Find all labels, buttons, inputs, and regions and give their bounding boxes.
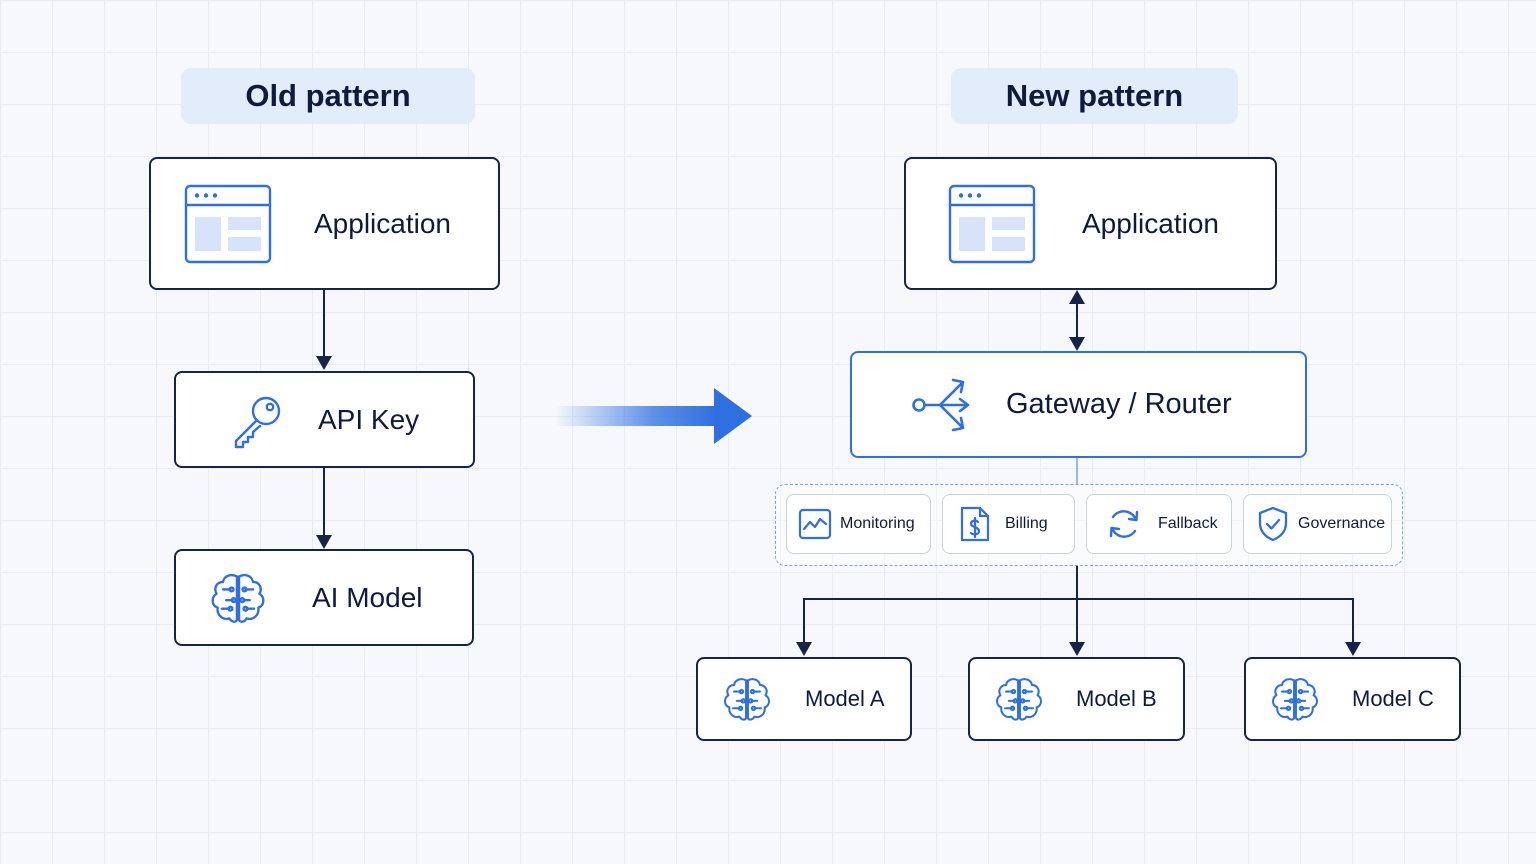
old-api-key-box: API Key bbox=[174, 371, 475, 468]
new-pattern-title-text: New pattern bbox=[1005, 78, 1184, 113]
feature-chip-governance: Governance bbox=[1243, 494, 1392, 554]
app-window-icon bbox=[948, 184, 1036, 264]
app-window-icon bbox=[184, 184, 272, 264]
model-b-box: Model B bbox=[968, 657, 1185, 741]
feature-label-billing: Billing bbox=[1005, 515, 1048, 532]
brain-icon bbox=[993, 673, 1045, 725]
model-a-label: Model A bbox=[805, 686, 885, 711]
new-pattern-title: New pattern bbox=[951, 68, 1238, 124]
arrowhead-model-a bbox=[796, 642, 812, 656]
monitoring-chart-icon bbox=[798, 508, 832, 540]
arrowhead-model-c bbox=[1345, 642, 1361, 656]
old-ai-model-label: AI Model bbox=[312, 581, 423, 613]
brain-icon bbox=[1269, 673, 1321, 725]
model-a-box: Model A bbox=[696, 657, 912, 741]
feature-chip-monitoring: Monitoring bbox=[786, 494, 931, 554]
new-connector-branch bbox=[803, 598, 1354, 644]
old-pattern-title-text: Old pattern bbox=[245, 78, 411, 113]
new-application-label: Application bbox=[1082, 207, 1219, 239]
model-c-box: Model C bbox=[1244, 657, 1461, 741]
model-b-label: Model B bbox=[1076, 686, 1157, 711]
key-icon bbox=[234, 396, 281, 448]
brain-icon bbox=[721, 673, 773, 725]
old-arrowhead-model bbox=[316, 535, 332, 549]
feature-label-governance: Governance bbox=[1298, 515, 1386, 532]
old-application-box: Application bbox=[149, 157, 500, 290]
old-arrowhead-key bbox=[316, 356, 332, 370]
feature-label-monitoring: Monitoring bbox=[840, 515, 915, 532]
brain-icon bbox=[208, 568, 268, 628]
feature-label-fallback: Fallback bbox=[1158, 515, 1218, 532]
new-arrowhead-down bbox=[1069, 337, 1085, 351]
transition-arrow-icon bbox=[555, 388, 752, 444]
billing-document-icon bbox=[960, 506, 990, 542]
new-arrowhead-up bbox=[1069, 290, 1085, 304]
feature-chip-fallback: Fallback bbox=[1086, 494, 1232, 554]
old-pattern-title: Old pattern bbox=[181, 68, 475, 124]
feature-chip-billing: Billing bbox=[942, 494, 1075, 554]
new-application-box: Application bbox=[904, 157, 1277, 290]
arrowhead-model-b bbox=[1069, 642, 1085, 656]
router-split-icon bbox=[912, 378, 970, 431]
governance-shield-icon bbox=[1258, 506, 1288, 542]
model-c-label: Model C bbox=[1352, 686, 1434, 711]
fallback-refresh-icon bbox=[1109, 510, 1139, 538]
old-ai-model-box: AI Model bbox=[174, 549, 474, 646]
old-api-key-label: API Key bbox=[318, 403, 420, 435]
gateway-router-label: Gateway / Router bbox=[1006, 388, 1232, 420]
gateway-router-box: Gateway / Router bbox=[850, 351, 1307, 458]
old-application-label: Application bbox=[314, 207, 451, 239]
